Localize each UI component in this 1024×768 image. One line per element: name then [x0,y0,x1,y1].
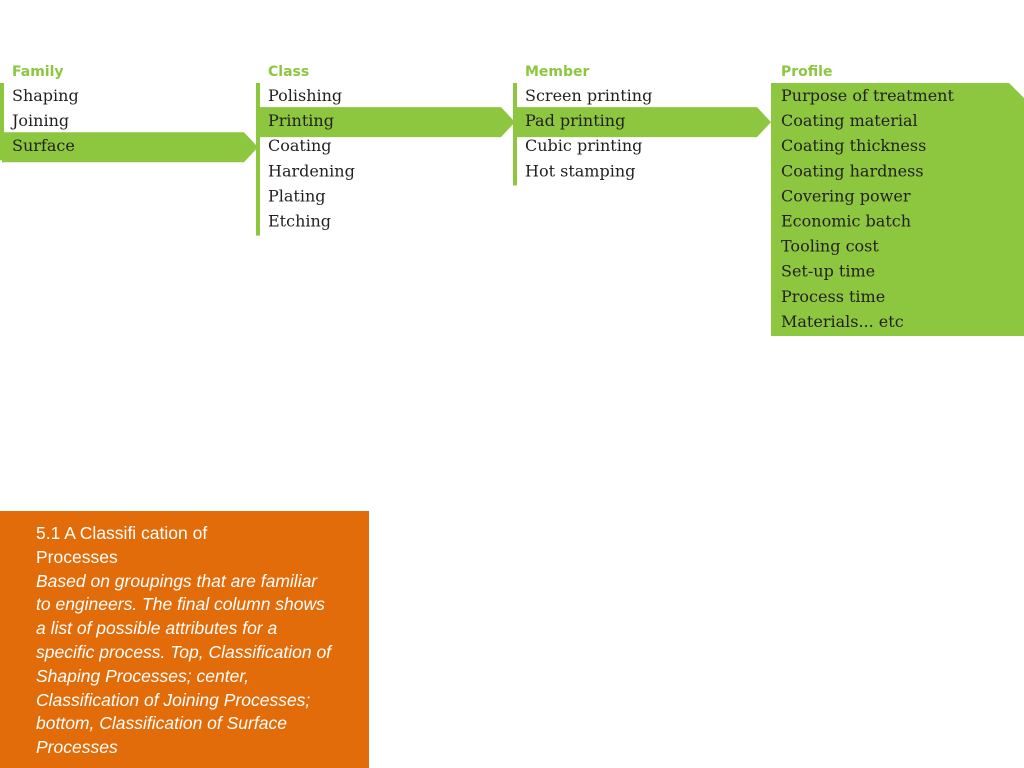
selected-arrow-member [515,107,771,138]
column-bar-class [256,83,260,236]
column-header-profile: Profile [781,64,832,80]
column-item-family: Joining [10,111,69,130]
column-item-class: Plating [268,186,326,205]
caption-title-line2: Processes [36,546,118,567]
column-item-member: Hot stamping [525,161,635,180]
column-item-profile: Coating hardness [781,161,924,180]
figure-caption: 5.1 A Classifi cation of Processes Based… [0,511,369,768]
column-item-class: Polishing [268,86,342,105]
column-item-family: Surface [12,136,75,155]
profile-panel [771,83,1024,336]
column-item-profile: Materials... etc [781,312,904,331]
column-item-member: Cubic printing [525,136,642,155]
column-header-class: Class [268,64,309,80]
column-item-member: Screen printing [525,86,652,105]
column-item-class: Hardening [268,161,355,180]
column-item-profile: Coating material [781,111,918,130]
column-item-member: Pad printing [525,111,625,130]
column-item-profile: Purpose of treatment [781,86,954,105]
column-item-profile: Economic batch [781,212,911,231]
column-item-class: Printing [268,111,334,130]
column-header-family: Family [12,64,64,80]
column-item-family: Shaping [12,86,79,105]
selected-arrow-family [2,132,258,163]
column-bar-family [0,83,4,161]
column-item-class: Etching [268,212,331,231]
column-item-profile: Tooling cost [781,237,879,256]
column-item-profile: Coating thickness [781,136,926,155]
column-item-profile: Set-up time [781,262,875,281]
column-item-profile: Covering power [781,186,911,205]
caption-title-line1: 5.1 A Classifi cation of [36,523,208,543]
caption-body: Based on groupings that are familiar to … [36,570,332,758]
selected-arrow-class [258,107,515,138]
column-item-class: Coating [268,136,332,155]
column-item-profile: Process time [781,287,885,306]
column-header-member: Member [525,64,590,80]
